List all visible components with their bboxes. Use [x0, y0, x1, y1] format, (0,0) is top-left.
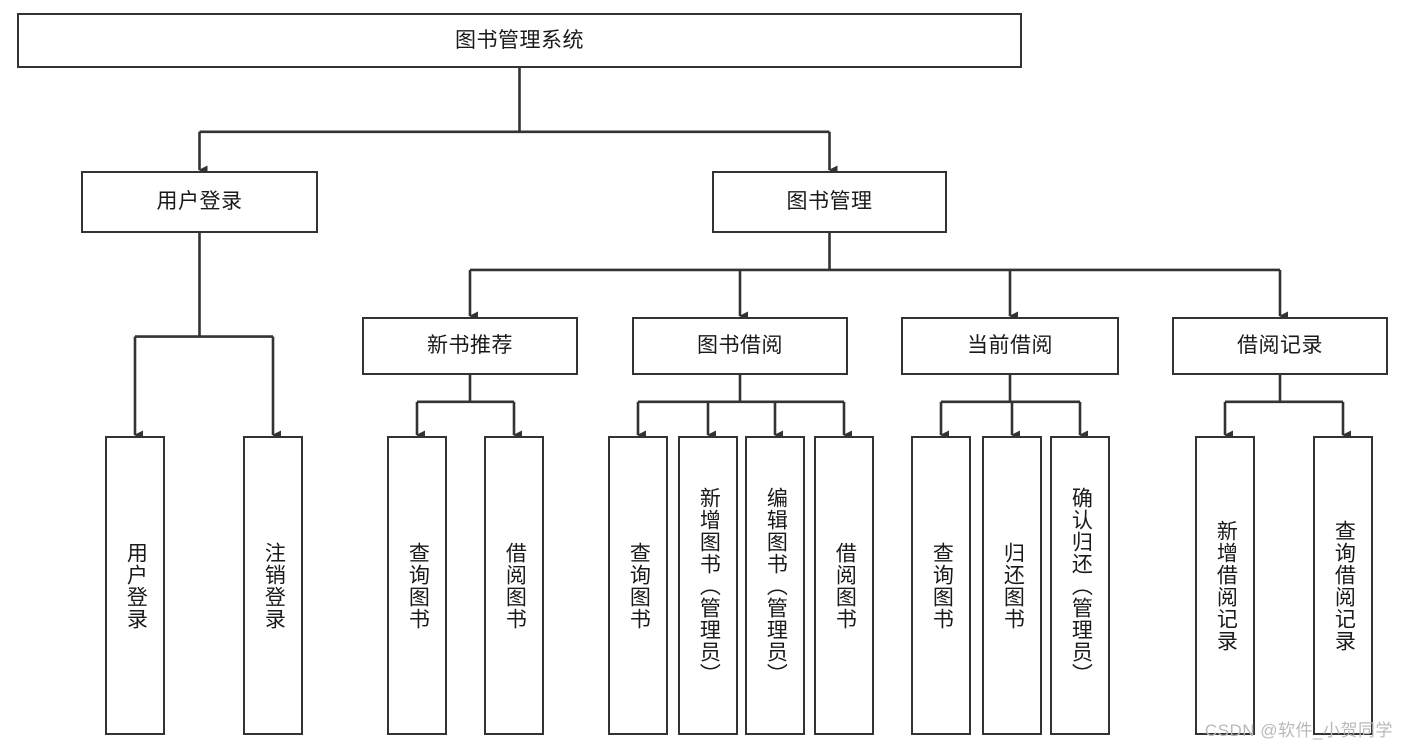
node-label: 查询图书 [406, 541, 430, 630]
node-label: 借阅图书 [833, 541, 857, 630]
node-l13[interactable]: 查询借阅记录 [1313, 436, 1373, 735]
node-label: 图书借阅 [697, 334, 783, 358]
node-l5[interactable]: 查询图书 [608, 436, 668, 735]
node-label: 新增图书（管理员） [697, 486, 721, 685]
node-label: 归还图书 [1001, 541, 1025, 630]
node-login[interactable]: 用户登录 [81, 171, 318, 233]
node-label: 借阅图书 [503, 541, 527, 630]
node-label: 借阅记录 [1237, 334, 1323, 358]
node-label: 用户登录 [156, 190, 243, 214]
node-l10[interactable]: 归还图书 [982, 436, 1042, 735]
node-label: 查询图书 [627, 541, 651, 630]
node-label: 查询借阅记录 [1332, 519, 1356, 652]
node-l3[interactable]: 查询图书 [387, 436, 447, 735]
node-label: 新书推荐 [427, 334, 513, 358]
node-borrow[interactable]: 图书借阅 [632, 317, 848, 375]
node-label: 编辑图书（管理员） [764, 486, 788, 685]
node-label: 用户登录 [124, 541, 148, 630]
node-label: 注销登录 [262, 541, 286, 630]
node-l7[interactable]: 编辑图书（管理员） [745, 436, 805, 735]
node-l12[interactable]: 新增借阅记录 [1195, 436, 1255, 735]
node-label: 查询图书 [930, 541, 954, 630]
csdn-watermark: CSDN @软件_小贺同学 [1204, 721, 1393, 740]
node-root[interactable]: 图书管理系统 [17, 13, 1022, 68]
node-l11[interactable]: 确认归还（管理员） [1050, 436, 1110, 735]
node-l9[interactable]: 查询图书 [911, 436, 971, 735]
node-l6[interactable]: 新增图书（管理员） [678, 436, 738, 735]
node-l1[interactable]: 用户登录 [105, 436, 165, 735]
node-newbook[interactable]: 新书推荐 [362, 317, 578, 375]
node-current[interactable]: 当前借阅 [901, 317, 1119, 375]
node-label: 图书管理 [786, 190, 873, 214]
node-label: 当前借阅 [967, 334, 1053, 358]
node-records[interactable]: 借阅记录 [1172, 317, 1388, 375]
node-label: 新增借阅记录 [1214, 519, 1238, 652]
node-l8[interactable]: 借阅图书 [814, 436, 874, 735]
node-l4[interactable]: 借阅图书 [484, 436, 544, 735]
node-label: 确认归还（管理员） [1069, 486, 1093, 685]
node-bookmgmt[interactable]: 图书管理 [712, 171, 947, 233]
node-l2[interactable]: 注销登录 [243, 436, 303, 735]
node-label: 图书管理系统 [455, 28, 584, 52]
